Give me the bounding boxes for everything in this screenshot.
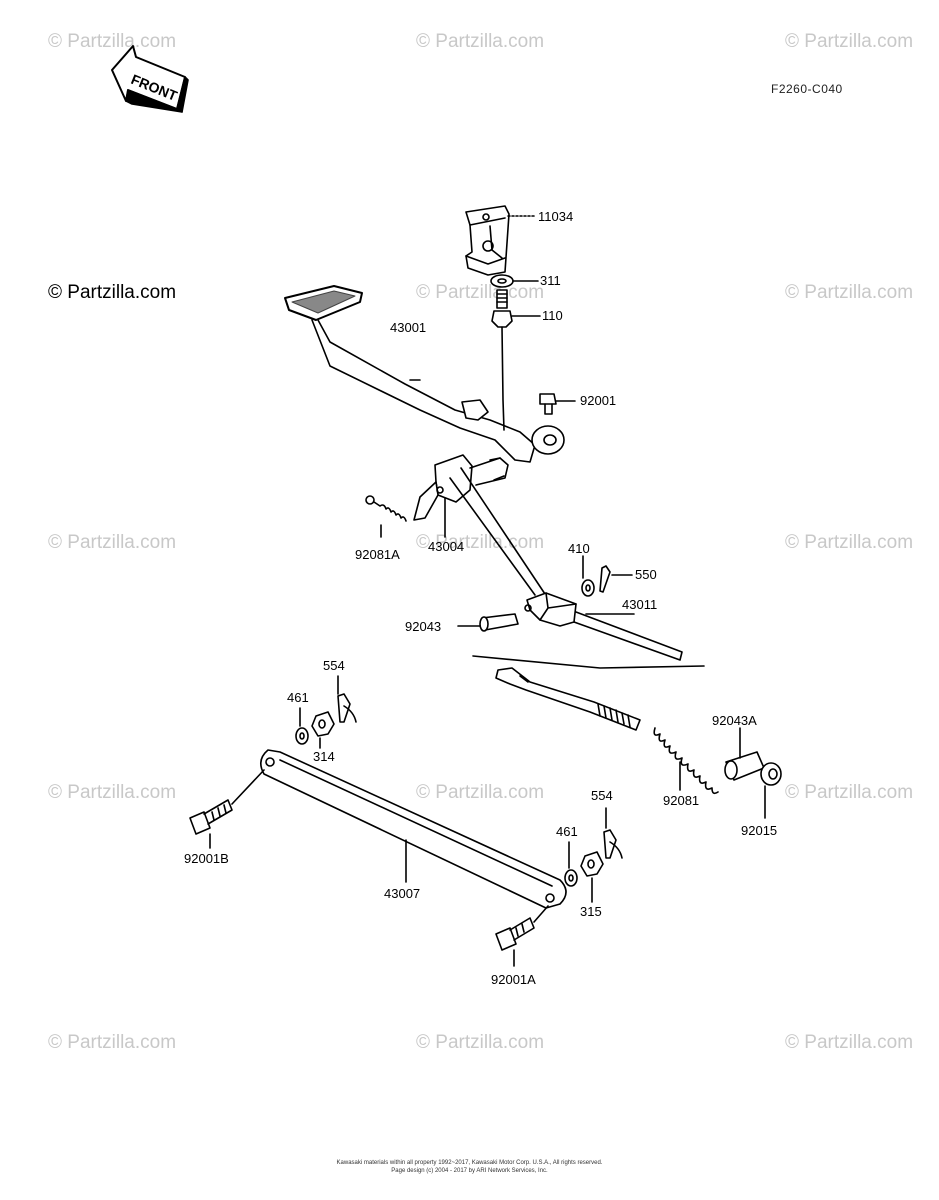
watermark: © Partzilla.com bbox=[416, 1032, 545, 1053]
watermark-main: © Partzilla.com bbox=[48, 282, 177, 303]
part-92001A-bolt bbox=[495, 905, 549, 967]
label-43001: 43001 bbox=[390, 320, 427, 335]
part-92001-bolt bbox=[539, 393, 576, 415]
watermark: © Partzilla.com bbox=[416, 31, 545, 52]
watermark: © Partzilla.com bbox=[785, 532, 914, 553]
label-554-left: 554 bbox=[323, 658, 345, 673]
part-43001-brake-pedal bbox=[284, 285, 565, 463]
part-554-clip-right bbox=[603, 807, 623, 859]
part-92001B-bolt bbox=[189, 769, 265, 849]
part-314-nut bbox=[311, 711, 335, 749]
part-550-pin bbox=[599, 565, 633, 593]
label-92001A: 92001A bbox=[491, 972, 536, 987]
part-110-bolt bbox=[491, 289, 541, 431]
watermark: © Partzilla.com bbox=[48, 31, 177, 52]
part-92081-spring bbox=[653, 727, 719, 795]
label-461-left: 461 bbox=[287, 690, 309, 705]
watermark: © Partzilla.com bbox=[416, 282, 545, 303]
label-43004: 43004 bbox=[428, 539, 465, 554]
label-311: 311 bbox=[540, 273, 561, 288]
watermark: © Partzilla.com bbox=[416, 782, 545, 803]
watermark: © Partzilla.com bbox=[785, 282, 914, 303]
label-92043: 92043 bbox=[405, 619, 442, 634]
label-110: 110 bbox=[542, 308, 563, 323]
watermark: © Partzilla.com bbox=[48, 782, 177, 803]
part-92043A-pin bbox=[724, 727, 765, 781]
part-11034-bracket bbox=[465, 205, 537, 276]
watermark: © Partzilla.com bbox=[48, 532, 177, 553]
label-92015: 92015 bbox=[741, 823, 778, 838]
watermark: © Partzilla.com bbox=[416, 532, 545, 553]
label-92081: 92081 bbox=[663, 793, 700, 808]
diagram-code: F2260-C040 bbox=[771, 82, 843, 96]
part-461-washer-right bbox=[564, 841, 578, 887]
part-92081A-spring bbox=[365, 495, 407, 538]
part-311-washer bbox=[490, 274, 539, 288]
watermark: © Partzilla.com bbox=[785, 782, 914, 803]
part-43011-rod bbox=[472, 592, 705, 669]
footer-copyright: Kawasaki materials within all property 1… bbox=[336, 1160, 603, 1166]
part-554-clip-left bbox=[337, 675, 357, 723]
label-554-right: 554 bbox=[591, 788, 613, 803]
part-315-nut bbox=[580, 851, 604, 903]
label-92001B: 92001B bbox=[184, 851, 229, 866]
part-43004-lever bbox=[413, 454, 546, 596]
part-92015-nut bbox=[760, 762, 782, 819]
label-43011: 43011 bbox=[622, 597, 658, 612]
watermark: © Partzilla.com bbox=[48, 1032, 177, 1053]
label-92001: 92001 bbox=[580, 393, 617, 408]
label-410: 410 bbox=[568, 541, 590, 556]
label-550: 550 bbox=[635, 567, 657, 582]
part-410-washer bbox=[581, 555, 595, 597]
part-rod-threaded bbox=[495, 667, 641, 731]
label-92081A: 92081A bbox=[355, 547, 400, 562]
label-43007: 43007 bbox=[384, 886, 421, 901]
part-92043-pin bbox=[457, 613, 519, 632]
part-43007-link bbox=[260, 749, 567, 909]
label-92043A: 92043A bbox=[712, 713, 757, 728]
part-461-washer-left bbox=[295, 707, 309, 745]
label-315: 315 bbox=[580, 904, 602, 919]
label-314: 314 bbox=[313, 749, 335, 764]
footer-design-credit: Page design (c) 2004 - 2017 by ARI Netwo… bbox=[391, 1168, 548, 1174]
front-arrow-icon: FRONT bbox=[111, 45, 189, 113]
watermark: © Partzilla.com bbox=[785, 31, 914, 52]
label-461-right: 461 bbox=[556, 824, 578, 839]
label-11034: 11034 bbox=[538, 209, 574, 224]
watermark: © Partzilla.com bbox=[785, 1032, 914, 1053]
